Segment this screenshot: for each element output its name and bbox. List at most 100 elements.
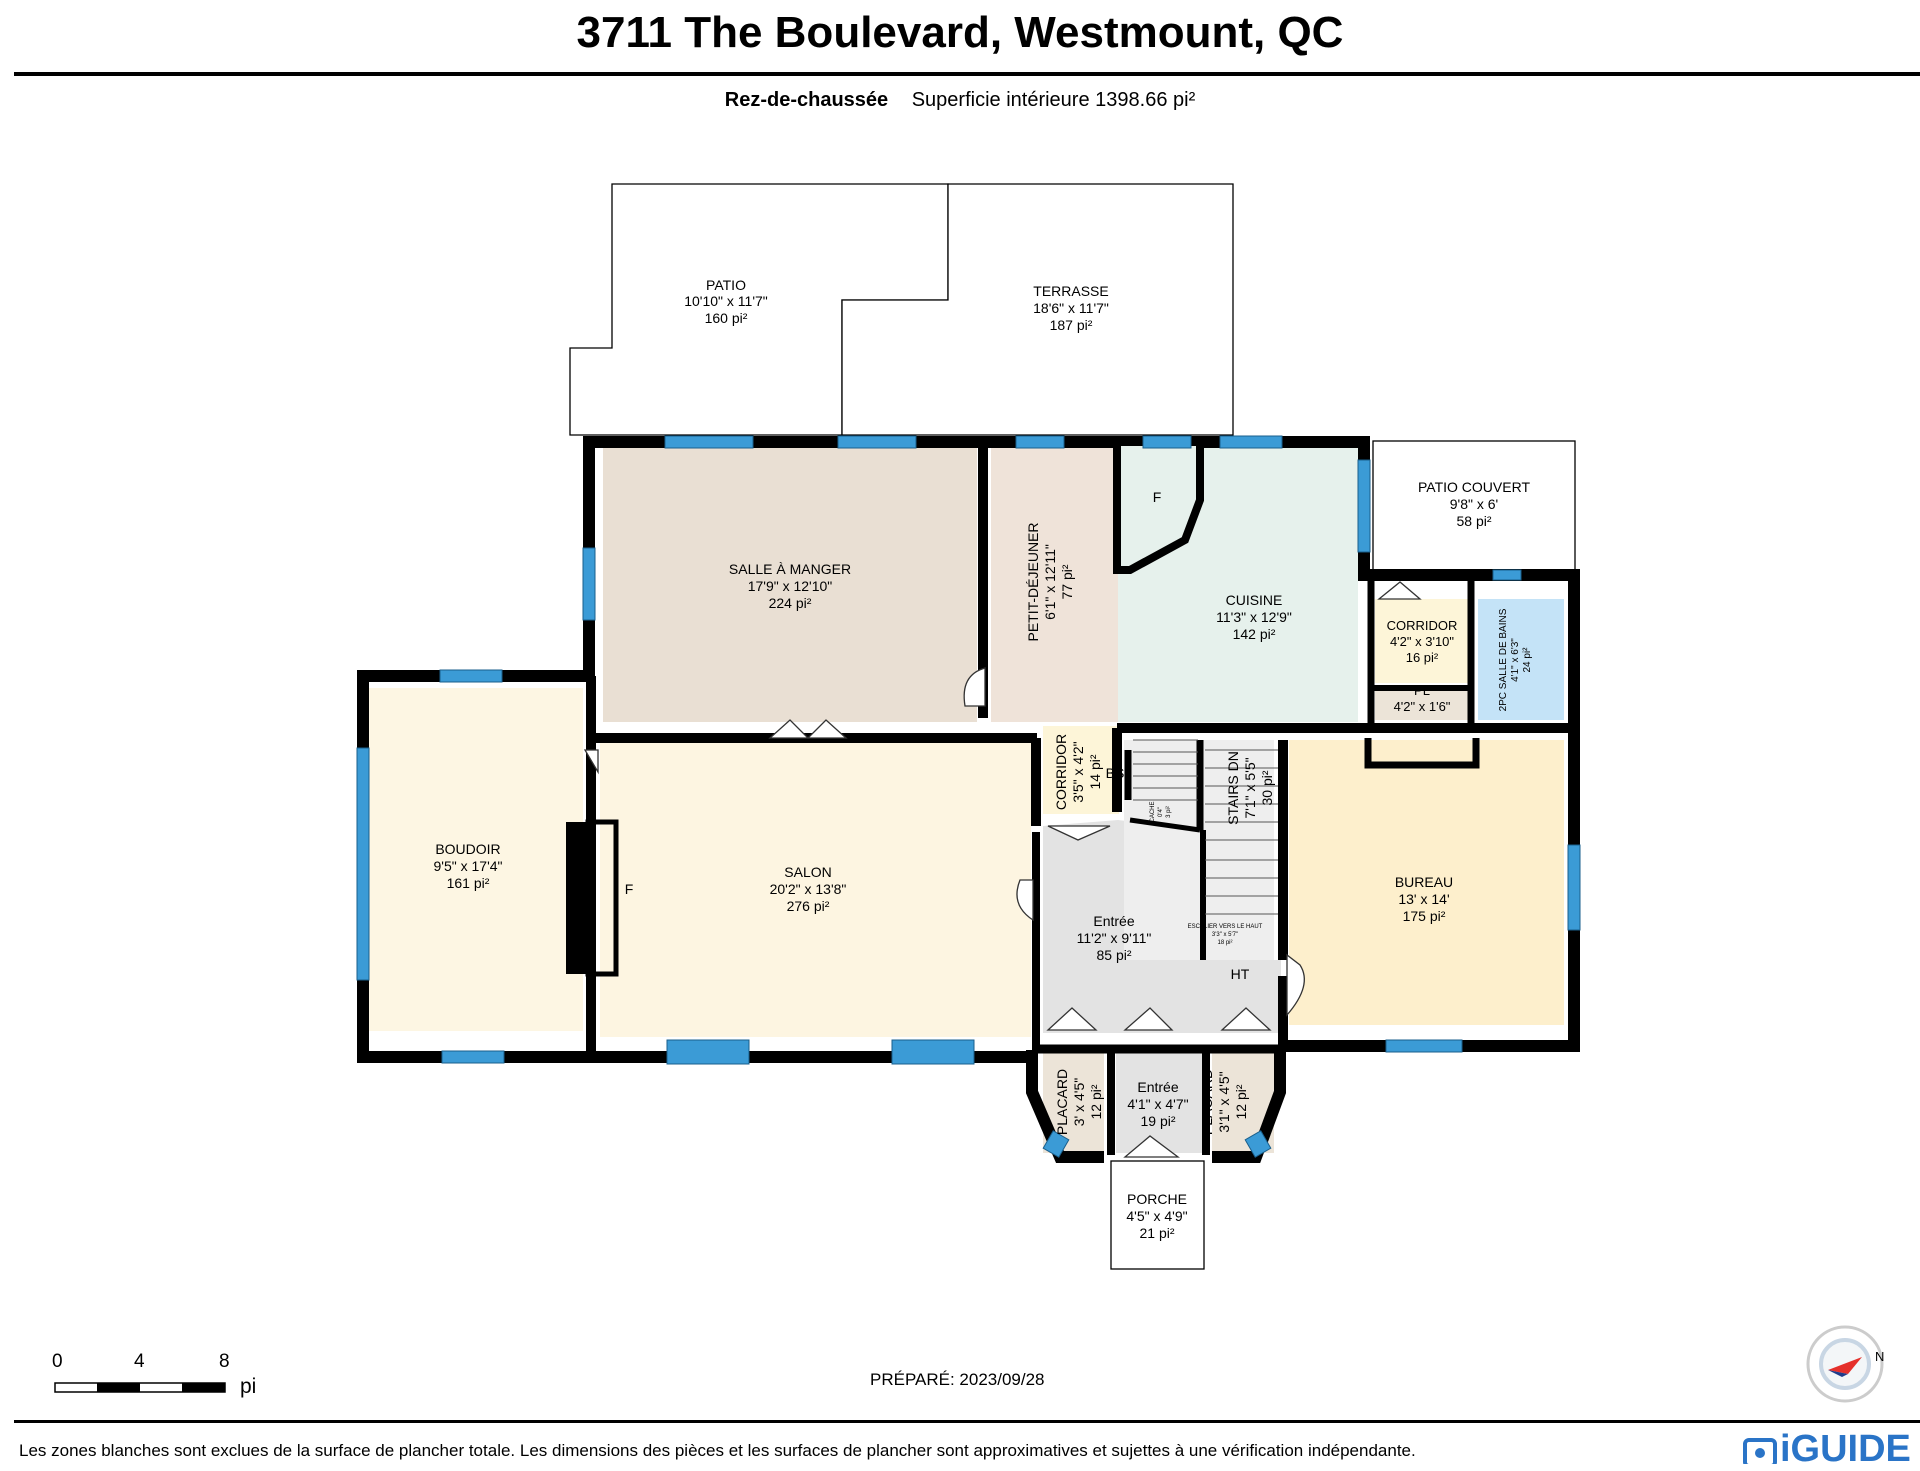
footer-divider [14,1420,1920,1423]
bath-label: 2PC SALLE DE BAINS [1498,608,1509,711]
title-divider [14,72,1920,76]
interior-area: Superficie intérieure 1398.66 pi² [911,89,1196,111]
cache-area: 3 pi² [1166,806,1172,818]
kitchen-label: CUISINE [1226,592,1283,608]
terrasse-label: TERRASSE [1033,283,1108,299]
fridge-recess [1113,446,1204,574]
patio-couvert-area-label: 58 pi² [1456,513,1491,529]
bath-floor [1478,599,1564,720]
breakfast-label: PETIT-DÉJEUNER [1025,522,1041,641]
porche-dims: 4'5" x 4'9" [1126,1208,1187,1224]
placard-e-dims: 3'1" x 4'5" [1216,1071,1232,1132]
stair-treads [1133,739,1278,915]
placard-w-label: PLACARD [1054,1069,1070,1135]
salon-floor [600,743,1031,1037]
stairs-area-label: 30 pi² [1259,770,1275,805]
kitchen-dims: 11'3" x 12'9" [1216,609,1292,625]
porche-area [1110,1160,1205,1270]
stairs-up-area: 18 pi² [1217,940,1232,946]
entree-small-label: Entrée [1137,1079,1178,1095]
pl-dims: 4'2" x 1'6" [1394,699,1451,714]
entree-label: Entrée [1093,913,1134,929]
room-labels: PATIO 10'10" x 11'7" 160 pi² TERRASSE 18… [434,277,1534,1241]
placard-e-label: PLACARD [1199,1069,1215,1135]
boudoir-label: BOUDOIR [435,841,500,857]
placard-w-area-label: 12 pi² [1088,1084,1104,1119]
placard-e-area-label: 12 pi² [1233,1084,1249,1119]
dining-area-label: 224 pi² [769,595,812,611]
cache-label: CACHE [1150,801,1156,822]
scale-tick-0: 0 [52,1351,63,1372]
windows [356,435,1581,1158]
salon-label: SALON [784,864,831,880]
stairs-label: STAIRS DN [1225,751,1241,825]
corridor-c-area-label: 14 pi² [1087,754,1103,789]
floor-subtitle: Rez-de-chaussée Superficie intérieure 13… [0,89,1920,112]
door-swings [583,581,1422,1158]
pl-label: PL [1414,683,1430,698]
boudoir-dims: 9'5" x 17'4" [434,858,503,874]
fireplace-hearth [585,819,619,977]
prepared-date: PRÉPARÉ: 2023/09/28 [870,1370,1045,1389]
breakfast-dims: 6'1" x 12'11" [1042,544,1058,620]
corridor-e-dims: 4'2" x 3'10" [1390,634,1454,649]
corridor-c-label: CORRIDOR [1053,734,1069,810]
bath-area-label: 24 pi² [1522,647,1533,673]
stairs-dims: 7'1" x 5'5" [1242,757,1258,818]
breakfast-area-label: 77 pi² [1059,564,1075,599]
terrasse-area [841,183,1234,436]
bath-dims: 4'1" x 6'3" [1510,638,1521,682]
disclaimer-text: Les zones blanches sont exclues de la su… [19,1441,1416,1460]
entree-area-label: 85 pi² [1096,947,1131,963]
breakfast-floor [991,446,1118,722]
stairs-up-dims: 3'3" x 5'7" [1212,932,1238,938]
bureau-dims: 13' x 14' [1398,891,1449,907]
floor-level: Rez-de-chaussée [724,89,889,111]
dining-floor [603,446,977,722]
placard-w-dims: 3' x 4'5" [1071,1078,1087,1126]
patio-couvert-label: PATIO COUVERT [1418,479,1530,495]
corridor-e-label: CORRIDOR [1387,618,1458,633]
dining-dims: 17'9" x 12'10" [748,578,833,594]
bureau-label: BUREAU [1395,874,1453,890]
corridor-c-dims: 3'5" x 4'2" [1070,741,1086,802]
corridor-c-floor [1043,726,1119,814]
fridge-marker: F [1153,489,1162,505]
scale-unit: pi [240,1375,257,1398]
stairs-up-label: ESCALIER VERS LE HAUT [1188,924,1263,930]
bureau-area-label: 175 pi² [1403,908,1446,924]
brand-logo: iGUIDE [1742,1428,1911,1471]
pl-niche [1364,738,1480,769]
corridor-e-floor [1375,599,1468,683]
scale-tick-4: 4 [134,1351,145,1372]
patio-couvert-area [1372,440,1576,572]
page-title: 3711 The Boulevard, Westmount, QC [576,8,1344,57]
fireplace-marker: F [625,881,634,897]
patio-area-label: 160 pi² [705,310,748,326]
patio-couvert-dims: 9'8" x 6' [1450,496,1498,512]
boudoir-floor [365,688,583,1031]
dining-label: SALLE À MANGER [729,561,851,577]
terrasse-area-label: 187 pi² [1050,317,1093,333]
brand-name: iGUIDE [1780,1428,1911,1470]
pl-floor [1375,688,1468,720]
entree-small-dims: 4'1" x 4'7" [1127,1096,1188,1112]
scale-tick-8: 8 [219,1351,230,1372]
bs-marker: BS [1106,765,1125,781]
fireplace [566,822,588,974]
entree-small-floor [1116,1053,1202,1153]
boudoir-area-label: 161 pi² [447,875,490,891]
iguide-logo-icon [1743,1438,1777,1464]
ht-marker: HT [1231,966,1250,982]
entree-small-area-label: 19 pi² [1140,1113,1175,1129]
scale-bar [54,1382,226,1393]
terrasse-dims: 18'6" x 11'7" [1033,300,1109,316]
compass-north-label: N [1875,1349,1884,1364]
salon-area-label: 276 pi² [787,898,830,914]
porche-label: PORCHE [1127,1191,1187,1207]
patio-dims: 10'10" x 11'7" [684,293,768,309]
entree-dims: 11'2" x 9'11" [1077,930,1152,946]
kitchen-area-label: 142 pi² [1233,626,1276,642]
salon-dims: 20'2" x 13'8" [770,881,847,897]
